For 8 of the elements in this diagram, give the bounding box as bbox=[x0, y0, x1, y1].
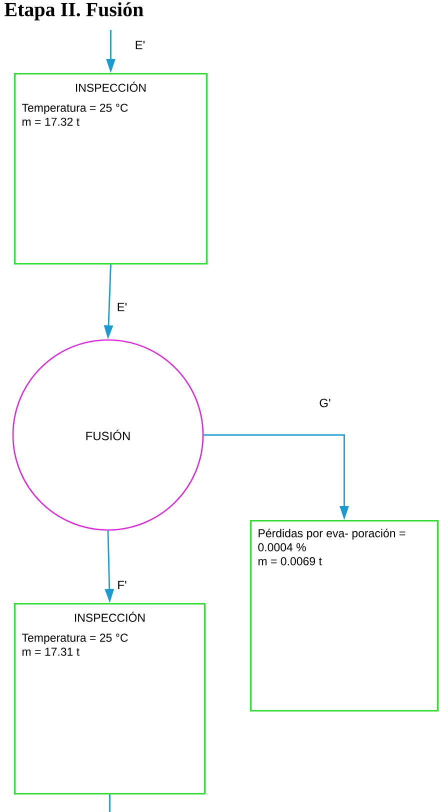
process-box: INSPECCIÓN Temperatura = 25 °C m = 17.31 t bbox=[14, 603, 206, 794]
edge-label: E' bbox=[116, 302, 128, 312]
edge-label: F' bbox=[116, 580, 128, 590]
edge-label: E' bbox=[134, 40, 146, 50]
process-box: INSPECCIÓN Temperatura = 25 °C m = 17.32 t bbox=[14, 73, 208, 264]
title: Etapa II. Fusión bbox=[4, 2, 144, 20]
process-box: Pérdidas por eva- poración = 0.0004 % m = 0.0069 t bbox=[250, 520, 438, 712]
edge-label: G' bbox=[318, 398, 332, 408]
